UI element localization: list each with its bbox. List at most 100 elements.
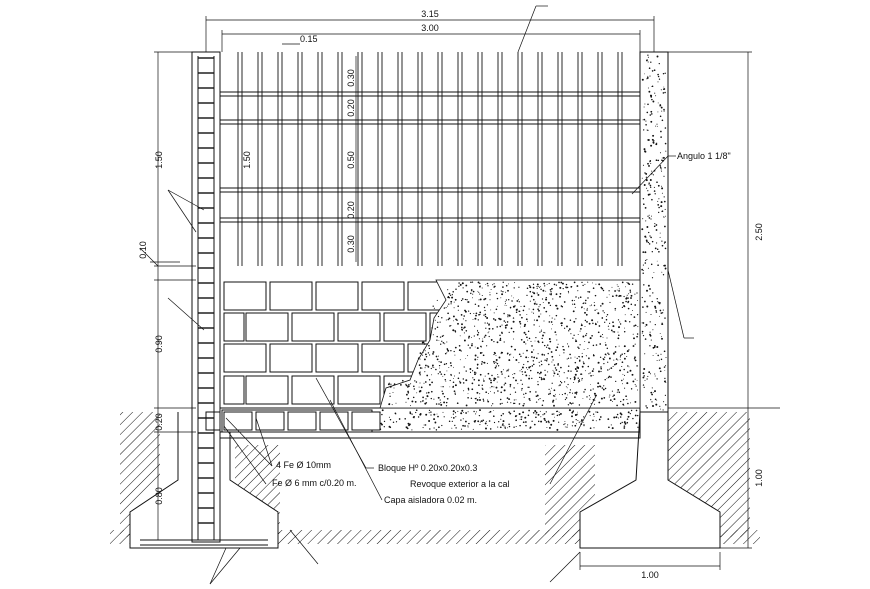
speckle-dot	[489, 299, 491, 301]
speckle-dot	[465, 412, 467, 414]
speckle-dot	[637, 426, 639, 428]
speckle-dot	[635, 359, 637, 362]
speckle-dot	[506, 352, 509, 355]
speckle-dot	[452, 381, 455, 383]
speckle-dot	[408, 384, 410, 386]
speckle-dot	[645, 59, 648, 62]
concrete-block	[223, 312, 245, 342]
speckle-dot	[506, 369, 508, 371]
speckle-dot	[467, 425, 469, 427]
speckle-dot	[662, 156, 665, 159]
speckle-dot	[600, 370, 602, 373]
speckle-dot	[425, 355, 428, 358]
speckle-dot	[527, 360, 529, 363]
speckle-dot	[460, 428, 463, 430]
speckle-dot	[388, 403, 391, 406]
speckle-dot	[483, 361, 486, 364]
speckle-dot	[415, 409, 418, 412]
speckle-dot	[663, 88, 666, 90]
speckle-dot	[450, 416, 452, 418]
speckle-dot	[550, 293, 552, 296]
speckle-dot	[641, 268, 644, 271]
speckle-dot	[567, 404, 570, 406]
speckle-dot	[464, 298, 467, 301]
speckle-dot	[658, 315, 660, 317]
speckle-dot	[637, 326, 639, 328]
speckle-dot	[596, 308, 598, 310]
speckle-dot	[626, 350, 629, 353]
speckle-dot	[391, 404, 393, 406]
speckle-dot	[650, 218, 652, 220]
speckle-dot	[624, 306, 626, 308]
speckle-dot	[454, 384, 457, 387]
speckle-dot	[665, 150, 667, 152]
speckle-dot	[514, 373, 516, 375]
speckle-dot	[651, 401, 653, 403]
speckle-dot	[646, 406, 648, 409]
speckle-dot	[660, 201, 663, 204]
speckle-dot	[449, 386, 451, 388]
speckle-dot	[626, 398, 628, 400]
speckle-dot	[452, 417, 455, 419]
speckle-dot	[596, 411, 599, 413]
speckle-dot	[571, 299, 574, 302]
speckle-dot	[658, 211, 660, 214]
speckle-dot	[541, 353, 544, 356]
speckle-dot	[549, 315, 551, 317]
speckle-dot	[563, 372, 565, 374]
speckle-dot	[543, 320, 545, 322]
speckle-dot	[412, 396, 415, 399]
speckle-dot	[578, 347, 580, 350]
speckle-dot	[624, 387, 626, 389]
speckle-dot	[657, 102, 659, 104]
speckle-dot	[545, 296, 547, 299]
speckle-dot	[465, 330, 468, 332]
speckle-dot	[448, 317, 451, 320]
speckle-dot	[559, 293, 562, 295]
speckle-dot	[448, 297, 451, 299]
speckle-dot	[478, 292, 480, 293]
speckle-dot	[508, 423, 510, 426]
speckle-dot	[606, 347, 609, 350]
speckle-dot	[400, 384, 402, 386]
speckle-dot	[569, 391, 571, 394]
speckle-dot	[644, 150, 647, 153]
speckle-dot	[571, 392, 574, 394]
speckle-dot	[508, 359, 511, 362]
speckle-dot	[487, 372, 490, 375]
speckle-dot	[440, 403, 443, 406]
speckle-dot	[563, 381, 566, 383]
speckle-dot	[462, 318, 464, 320]
speckle-dot	[661, 170, 663, 172]
speckle-dot	[589, 398, 591, 400]
speckle-dot	[446, 397, 449, 400]
speckle-dot	[601, 387, 604, 389]
speckle-dot	[664, 166, 666, 169]
speckle-dot	[599, 356, 602, 358]
speckle-dot	[618, 326, 620, 329]
speckle-dot	[462, 418, 464, 420]
speckle-dot	[467, 355, 469, 357]
speckle-dot	[461, 298, 464, 300]
speckle-dot	[665, 356, 667, 359]
speckle-dot	[528, 337, 531, 340]
speckle-dot	[498, 376, 500, 378]
speckle-dot	[607, 361, 609, 363]
speckle-dot	[598, 401, 601, 404]
speckle-dot	[470, 397, 473, 400]
speckle-dot	[566, 387, 568, 389]
speckle-dot	[433, 413, 436, 416]
speckle-dot	[593, 403, 596, 405]
speckle-dot	[489, 294, 491, 296]
speckle-dot	[477, 359, 479, 360]
speckle-dot	[483, 306, 486, 309]
speckle-dot	[575, 393, 578, 395]
speckle-dot	[515, 359, 518, 361]
speckle-dot	[435, 429, 438, 431]
speckle-dot	[582, 335, 585, 338]
speckle-dot	[502, 423, 504, 425]
speckle-dot	[655, 403, 658, 406]
speckle-dot	[388, 382, 390, 384]
speckle-dot	[537, 383, 539, 386]
speckle-dot	[465, 379, 468, 382]
